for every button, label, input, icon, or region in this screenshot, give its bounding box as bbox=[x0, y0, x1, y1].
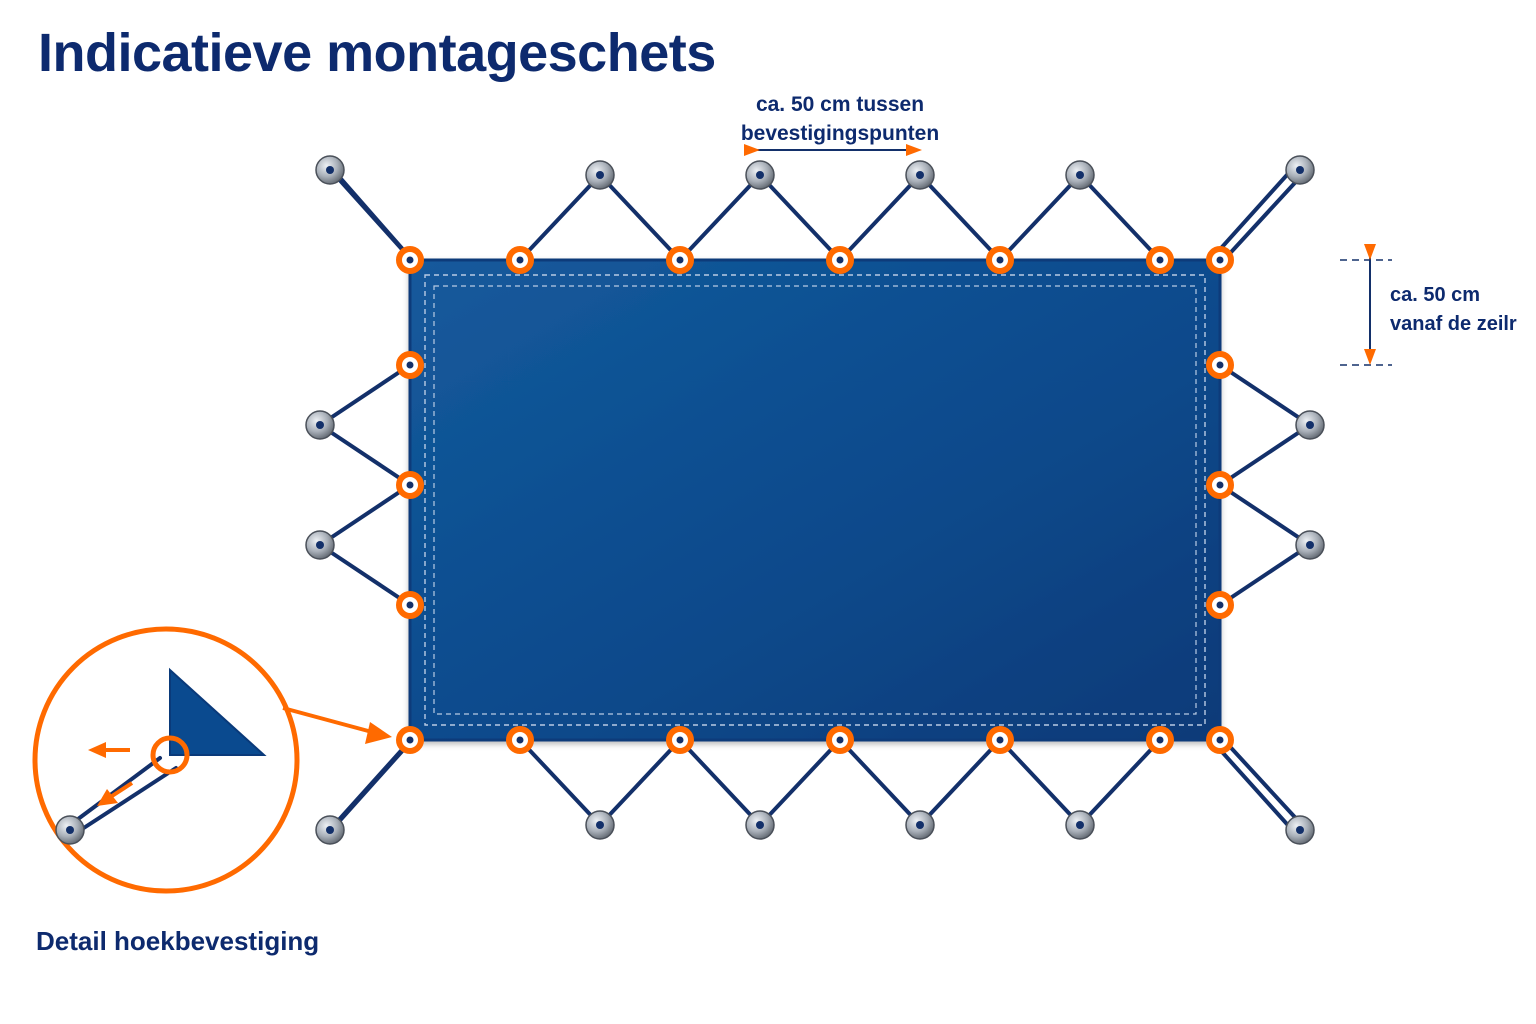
anchor-point bbox=[315, 815, 345, 845]
anchor-points bbox=[305, 155, 1325, 845]
sail-seam-outer bbox=[424, 274, 1206, 726]
eyelet-ring bbox=[666, 246, 694, 274]
spacing-dimension-arrow bbox=[744, 144, 922, 156]
anchor-point bbox=[1065, 810, 1095, 840]
anchor-point bbox=[745, 160, 775, 190]
eyelet-ring bbox=[1206, 351, 1234, 379]
anchor-point bbox=[1065, 160, 1095, 190]
offset-annotation: ca. 50 cm vanaf de zeilr bbox=[1390, 281, 1536, 339]
detail-caption: Detail hoekbevestiging bbox=[36, 926, 320, 956]
corner-detail-callout bbox=[32, 626, 300, 894]
eyelet-ring bbox=[396, 591, 424, 619]
eyelet-ring bbox=[1206, 246, 1234, 274]
eyelet-ring bbox=[396, 246, 424, 274]
anchor-point bbox=[1285, 155, 1315, 185]
detail-eyelet-ring bbox=[150, 735, 190, 775]
detail-rope bbox=[68, 756, 178, 835]
eyelets bbox=[396, 246, 1234, 754]
sail-panel bbox=[408, 258, 1222, 742]
anchor-point bbox=[585, 160, 615, 190]
eyelet-ring bbox=[1146, 246, 1174, 274]
anchor-point bbox=[1295, 410, 1325, 440]
anchor-point bbox=[315, 155, 345, 185]
spacing-annotation-line2: bevestigingspunten bbox=[740, 122, 940, 145]
eyelet-ring bbox=[1146, 726, 1174, 754]
anchor-point bbox=[905, 160, 935, 190]
eyelet-ring bbox=[1206, 471, 1234, 499]
anchor-point bbox=[1285, 815, 1315, 845]
detail-anchor-point bbox=[55, 815, 85, 845]
anchor-point bbox=[1295, 530, 1325, 560]
eyelet-ring bbox=[506, 246, 534, 274]
page-title: Indicatieve montageschets bbox=[38, 23, 716, 83]
offset-dimension-arrow bbox=[1340, 244, 1392, 366]
eyelet-ring bbox=[986, 726, 1014, 754]
anchor-point bbox=[905, 810, 935, 840]
spacing-annotation-line1: ca. 50 cm tussen bbox=[755, 93, 925, 116]
eyelet-ring bbox=[986, 246, 1014, 274]
eyelet-ring bbox=[506, 726, 534, 754]
eyelet-ring bbox=[396, 726, 424, 754]
eyelet-ring bbox=[396, 471, 424, 499]
sail-seam-inner bbox=[433, 285, 1197, 715]
detail-pointer-arrow bbox=[282, 706, 392, 744]
eyelet-ring bbox=[1206, 726, 1234, 754]
anchor-point bbox=[585, 810, 615, 840]
eyelet-ring bbox=[1206, 591, 1234, 619]
eyelet-ring bbox=[396, 351, 424, 379]
offset-annotation-line2: vanaf de zeilr bbox=[1390, 313, 1517, 335]
eyelet-ring bbox=[826, 246, 854, 274]
detail-sail-corner bbox=[169, 667, 267, 756]
anchor-point bbox=[745, 810, 775, 840]
offset-annotation-line1: ca. 50 cm bbox=[1390, 284, 1481, 306]
eyelet-ring bbox=[666, 726, 694, 754]
detail-magnifier-circle bbox=[32, 626, 300, 894]
anchor-point bbox=[305, 410, 335, 440]
detail-tension-arrow-diagonal bbox=[97, 781, 134, 806]
eyelet-ring bbox=[826, 726, 854, 754]
anchor-point bbox=[305, 530, 335, 560]
detail-tension-arrow-left bbox=[88, 742, 130, 758]
tension-ropes bbox=[318, 164, 1312, 835]
spacing-annotation: ca. 50 cm tussen bevestigingspunten bbox=[700, 90, 980, 148]
